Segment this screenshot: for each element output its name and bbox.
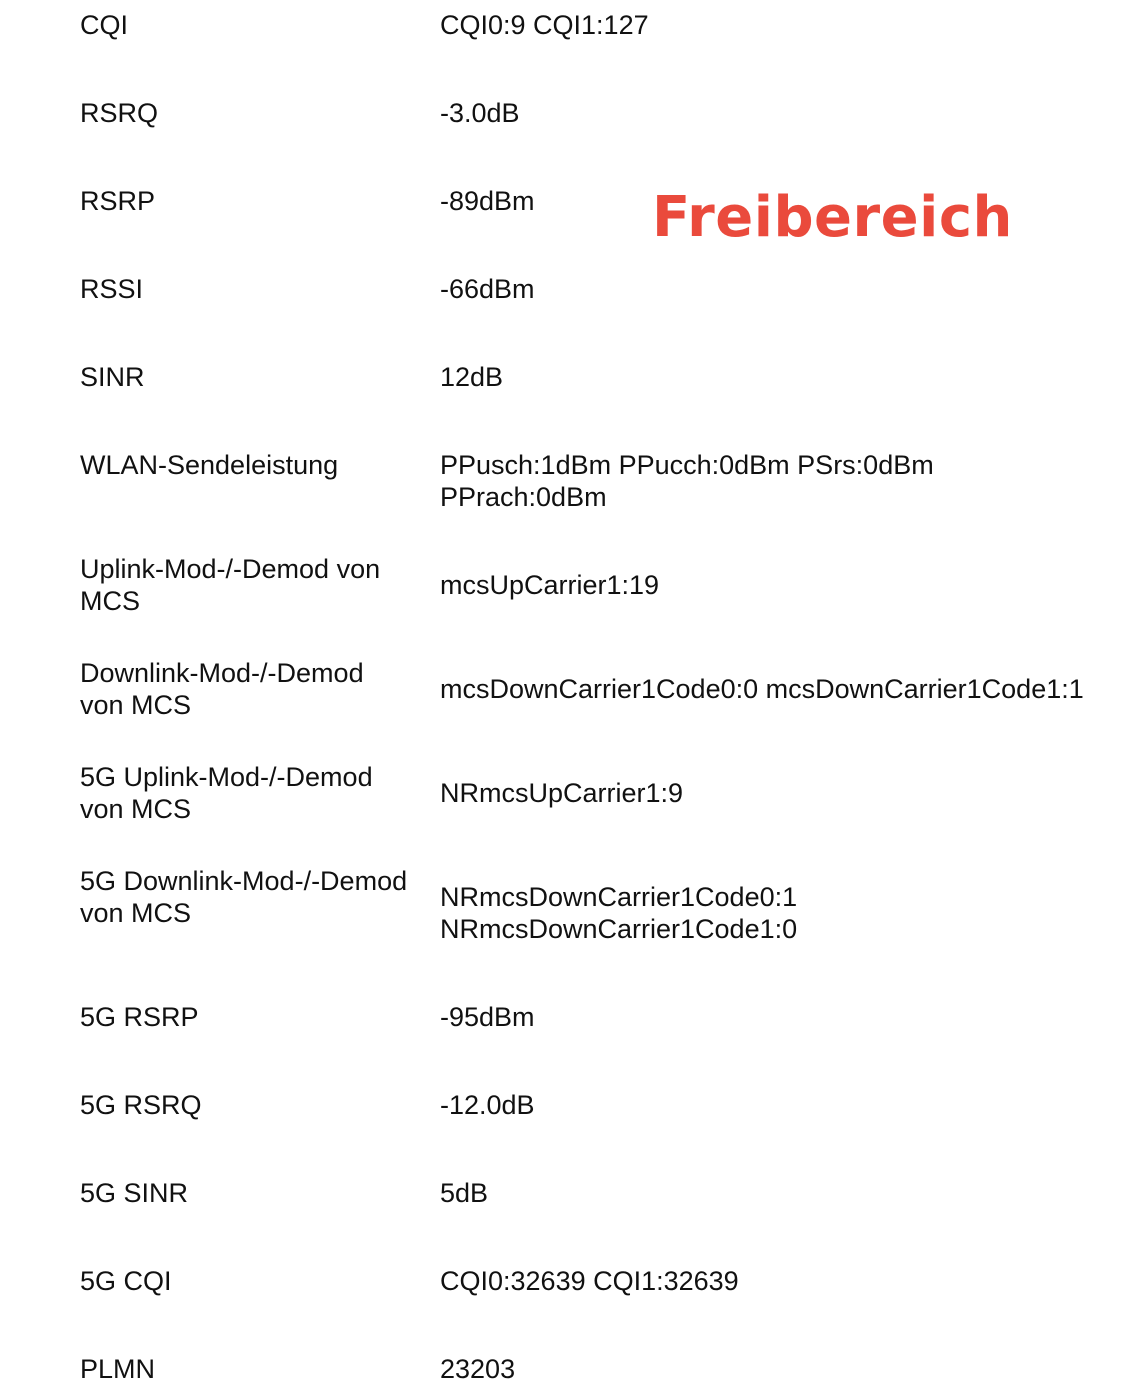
row-label: Uplink-Mod-/-Demod von MCS — [80, 554, 381, 616]
row-label: Downlink-Mod-/-Demod von MCS — [80, 658, 364, 720]
row-label: PLMN — [80, 1354, 156, 1384]
row-value: mcsDownCarrier1Code0:0 mcsDownCarrier1Co… — [440, 674, 1084, 704]
row-value: NRmcsUpCarrier1:9 — [440, 778, 684, 808]
row-label: RSRQ — [80, 98, 159, 128]
row-label: 5G RSRP — [80, 1002, 199, 1032]
row-label: RSRP — [80, 186, 156, 216]
row-value: -89dBm — [440, 186, 535, 216]
row-value: -3.0dB — [440, 98, 520, 128]
row-value: -66dBm — [440, 274, 535, 304]
watermark-label: Freibereich — [652, 185, 1013, 250]
row-value: 5dB — [440, 1178, 489, 1208]
row-value: -12.0dB — [440, 1090, 535, 1120]
row-value: PPusch:1dBm PPucch:0dBm PSrs:0dBm PPrach… — [440, 450, 934, 512]
row-label: WLAN-Sendeleistung — [80, 450, 339, 480]
row-value: CQI0:9 CQI1:127 — [440, 10, 649, 40]
row-label: 5G Uplink-Mod-/-Demod von MCS — [80, 762, 373, 824]
row-label: CQI — [80, 10, 129, 40]
row-label: 5G Downlink-Mod-/-Demod von MCS — [80, 866, 408, 928]
row-label: RSSI — [80, 274, 144, 304]
row-label: 5G RSRQ — [80, 1090, 202, 1120]
row-value: CQI0:32639 CQI1:32639 — [440, 1266, 739, 1296]
row-value: -95dBm — [440, 1002, 535, 1032]
row-label: 5G CQI — [80, 1266, 172, 1296]
row-value: NRmcsDownCarrier1Code0:1 NRmcsDownCarrie… — [440, 882, 798, 944]
row-value: mcsUpCarrier1:19 — [440, 570, 660, 600]
row-label: 5G SINR — [80, 1178, 189, 1208]
row-value: 12dB — [440, 362, 504, 392]
row-value: 23203 — [440, 1354, 516, 1384]
row-label: SINR — [80, 362, 145, 392]
